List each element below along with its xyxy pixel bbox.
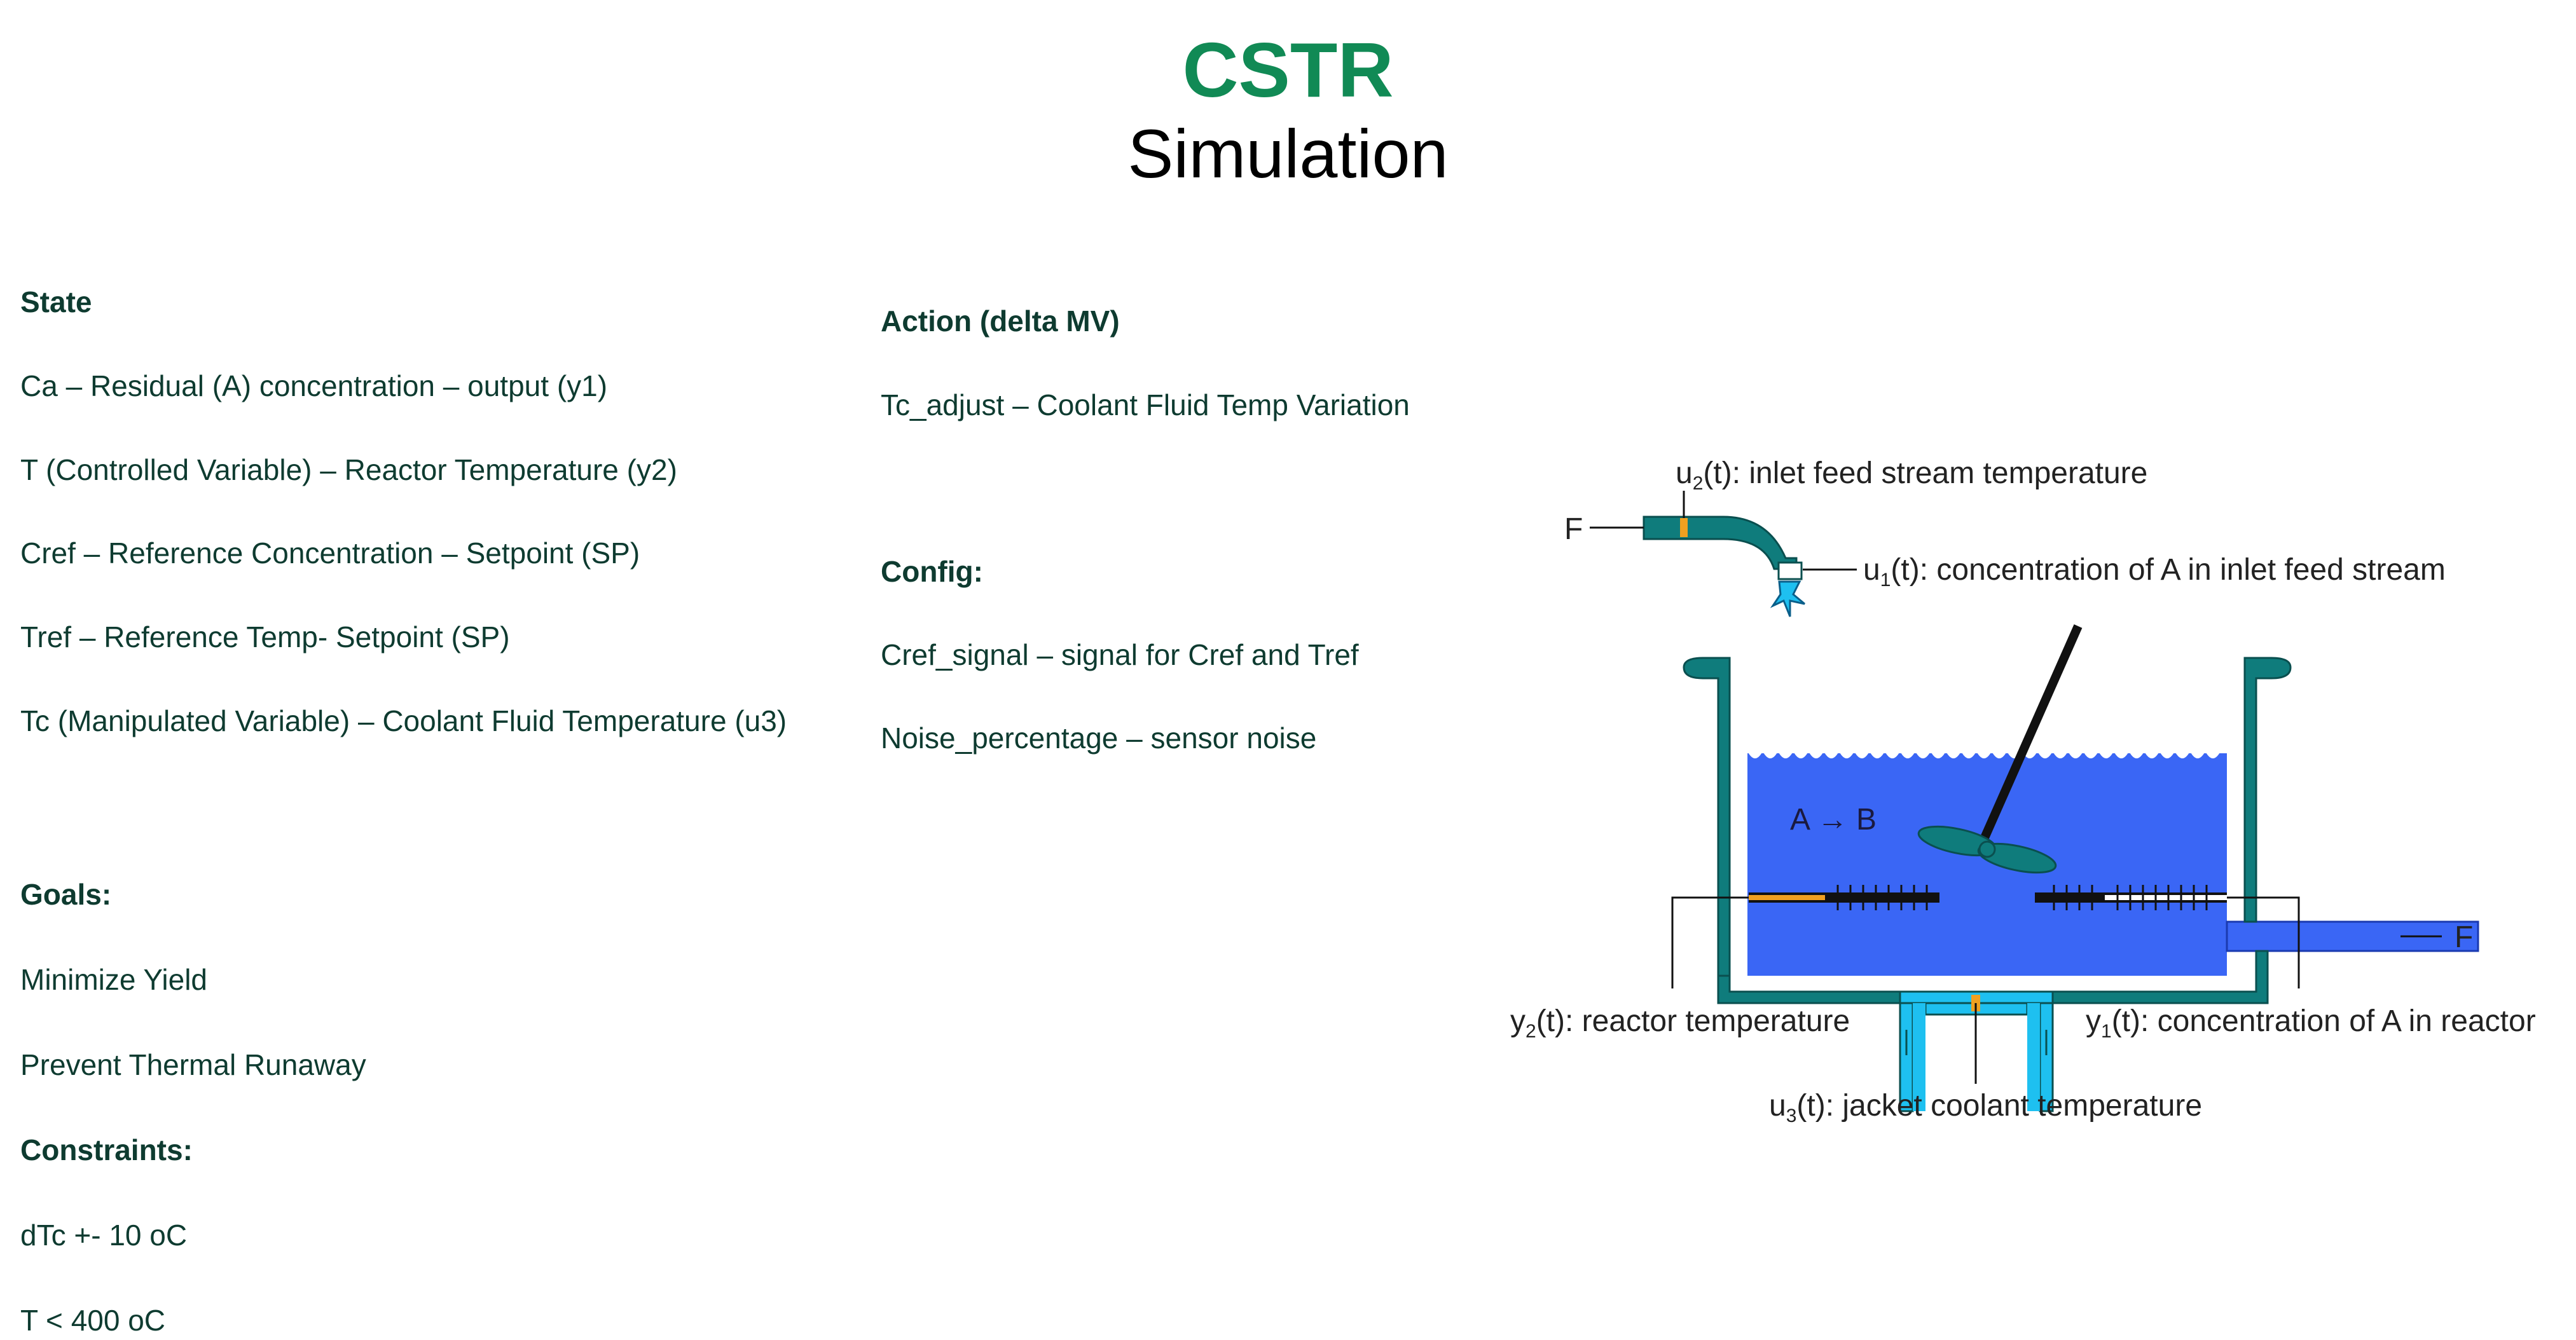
state-item-cref: Cref – Reference Concentration – Setpoin… — [20, 537, 640, 570]
concentration-sensor — [2035, 885, 2227, 910]
action-item-tc-adjust: Tc_adjust – Coolant Fluid Temp Variation — [881, 388, 1410, 421]
reactor-liquid — [1747, 753, 2227, 976]
liquid-surface-waves — [1747, 741, 2227, 758]
state-item-ca: Ca – Residual (A) concentration – output… — [20, 369, 608, 402]
config-item-cref-signal: Cref_signal – signal for Cref and Tref — [881, 638, 1359, 671]
label-feed-out: F — [2455, 920, 2473, 954]
constraint-item-t: T < 400 oC — [20, 1304, 166, 1337]
coolant-jacket — [1899, 990, 2054, 1112]
label-y1: y1(t): concentration of A in reactor — [2086, 1004, 2536, 1042]
cstr-diagram: u2(t): inlet feed stream temperature u1(… — [1510, 456, 2536, 1126]
goal-item-runaway: Prevent Thermal Runaway — [20, 1048, 366, 1081]
temperature-sensor — [1749, 885, 1939, 910]
page-title: CSTR — [1182, 27, 1394, 113]
action-heading: Action (delta MV) — [881, 304, 1120, 338]
title-block: CSTR Simulation — [0, 25, 2576, 193]
state-item-t: T (Controlled Variable) – Reactor Temper… — [20, 453, 677, 486]
goals-heading: Goals: — [20, 878, 112, 911]
label-reaction: A → B — [1790, 803, 1877, 837]
config-item-noise: Noise_percentage – sensor noise — [881, 721, 1317, 755]
label-feed-in: F — [1564, 512, 1583, 546]
inlet-feed-pipe — [1643, 516, 1805, 617]
constraint-item-dtc: dTc +- 10 oC — [20, 1219, 188, 1252]
constraints-heading: Constraints: — [20, 1133, 193, 1166]
stirrer — [1917, 624, 2083, 874]
label-u1: u1(t): concentration of A in inlet feed … — [1863, 553, 2446, 591]
label-u3: u3(t): jacket coolant temperature — [1769, 1089, 2202, 1126]
label-u2: u2(t): inlet feed stream temperature — [1676, 456, 2147, 494]
config-heading: Config: — [881, 555, 983, 588]
leader-lines — [1590, 491, 2442, 1084]
state-item-tc: Tc (Manipulated Variable) – Coolant Flui… — [20, 704, 787, 737]
goal-item-yield: Minimize Yield — [20, 963, 207, 996]
state-heading: State — [20, 285, 92, 318]
state-item-tref: Tref – Reference Temp- Setpoint (SP) — [20, 620, 510, 653]
label-y2: y2(t): reactor temperature — [1510, 1004, 1850, 1042]
page-subtitle: Simulation — [1127, 115, 1449, 193]
